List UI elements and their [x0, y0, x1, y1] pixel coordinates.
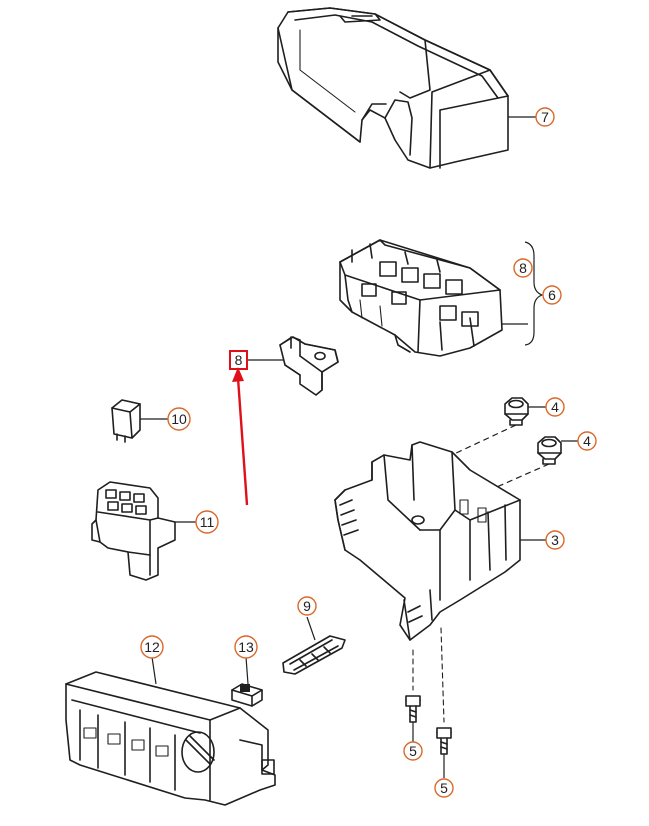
svg-text:4: 4 — [551, 399, 559, 415]
bolt-left-part — [405, 649, 421, 723]
svg-text:11: 11 — [200, 514, 215, 530]
callout-5-right: 5 — [434, 778, 454, 798]
blade-fuse-part — [231, 683, 263, 707]
svg-text:13: 13 — [238, 639, 254, 655]
callout-12: 12 — [140, 635, 164, 659]
housing-part — [334, 441, 521, 641]
cover-part — [277, 7, 509, 169]
callout-4-upper: 4 — [545, 397, 565, 417]
callout-8-group: 8 — [513, 258, 533, 278]
fuse-relay-carrier-part — [339, 239, 503, 357]
bolt-right-part — [436, 627, 452, 755]
bracket-8-part — [279, 336, 339, 396]
callout-4-lower: 4 — [577, 431, 597, 451]
callout-8: 8 — [235, 352, 243, 368]
callout-10: 10 — [167, 407, 191, 431]
red-arrow-head — [232, 367, 244, 382]
svg-text:8: 8 — [519, 260, 527, 276]
callout-11: 11 — [195, 510, 219, 534]
svg-text:4: 4 — [583, 433, 591, 449]
fuse-clip-part — [282, 635, 346, 675]
connector-block-part — [65, 671, 276, 806]
callout-7: 7 — [535, 107, 555, 127]
svg-text:5: 5 — [409, 743, 417, 759]
callout-9: 9 — [297, 596, 317, 616]
svg-text:6: 6 — [548, 287, 556, 303]
callout-13: 13 — [234, 635, 258, 659]
group-bracket — [524, 241, 544, 346]
svg-text:7: 7 — [541, 109, 549, 125]
svg-text:10: 10 — [171, 411, 187, 427]
relay-socket-part — [91, 481, 176, 581]
callout-5-left: 5 — [403, 741, 423, 761]
nut-upper-part — [504, 397, 529, 426]
callout-3: 3 — [545, 530, 565, 550]
relay-part — [111, 399, 141, 443]
svg-text:12: 12 — [144, 639, 160, 655]
callout-6: 6 — [542, 285, 562, 305]
svg-text:5: 5 — [440, 780, 448, 796]
svg-text:8: 8 — [235, 352, 243, 368]
svg-text:9: 9 — [303, 598, 311, 614]
nut-lower-part — [537, 436, 562, 465]
svg-text:3: 3 — [551, 532, 559, 548]
red-arrow — [236, 377, 249, 506]
